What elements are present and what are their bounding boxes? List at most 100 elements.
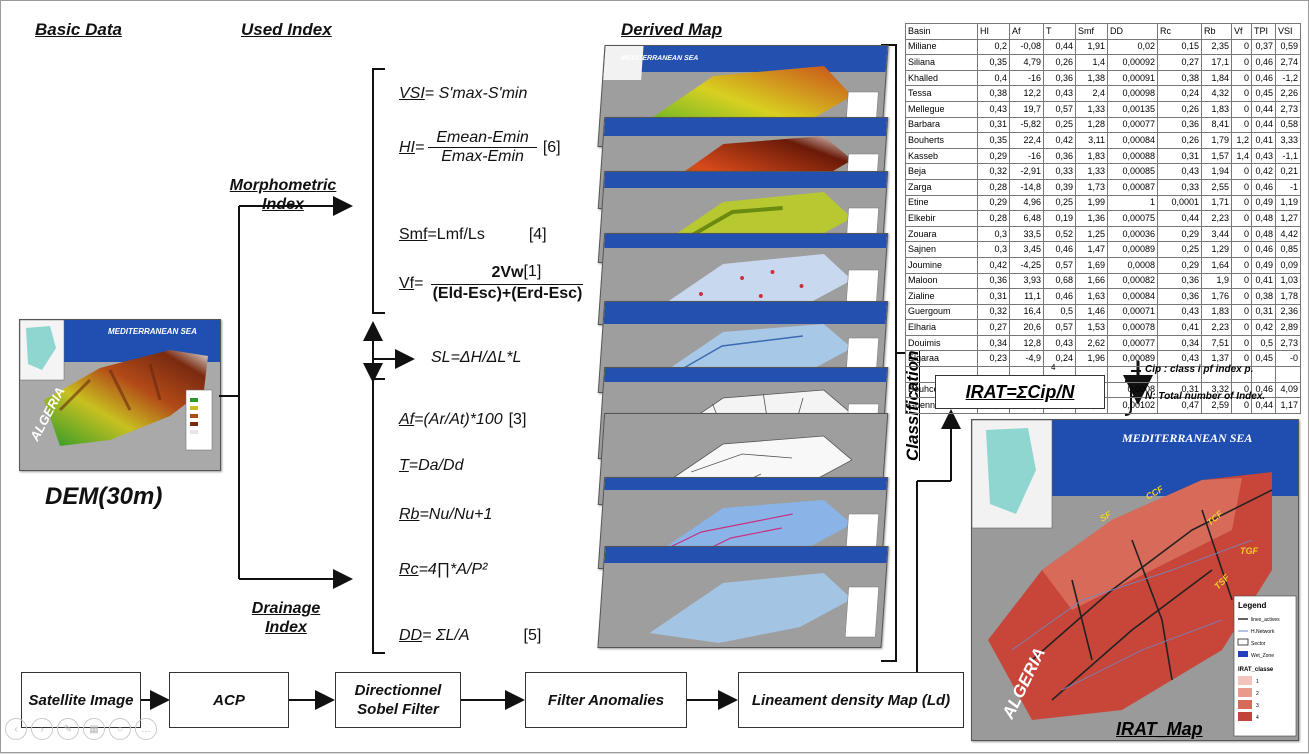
table-header-cell: Af <box>1009 23 1044 40</box>
table-cell: 0 <box>1231 241 1252 258</box>
table-cell: 0,2 <box>977 38 1010 56</box>
table-cell: Miliane <box>905 38 978 56</box>
irat-class-title: IRAT_classe <box>1238 667 1274 673</box>
table-cell: 0,29 <box>1157 256 1202 274</box>
table-cell: 1,9 <box>1201 272 1232 290</box>
table-cell: 1,76 <box>1201 288 1232 305</box>
table-cell: 0,19 <box>1043 210 1076 227</box>
table-cell: Mellegue <box>905 100 978 118</box>
table-cell: 0,85 <box>1275 241 1301 258</box>
formula-smf-name: Smf <box>399 226 428 243</box>
table-cell: 1,03 <box>1275 272 1301 290</box>
table-cell: 0,29 <box>977 147 1010 165</box>
table-cell: 0,00102 <box>1107 397 1158 414</box>
table-cell: 20,6 <box>1009 319 1044 336</box>
table-cell: 0,0008 <box>1107 256 1158 274</box>
table-header-cell: Basin <box>905 23 978 40</box>
table-cell: Guergoum <box>905 303 978 321</box>
table-cell: -1 <box>1275 178 1301 196</box>
table-cell: Beja <box>905 163 978 180</box>
table-cell: Joumine <box>905 256 978 274</box>
table-cell: 0,28 <box>977 178 1010 196</box>
table-cell: 1,33 <box>1075 100 1108 118</box>
table-cell: -4,25 <box>1009 256 1044 274</box>
table-cell: 0,57 <box>1043 256 1076 274</box>
table-cell: 0,41 <box>1157 319 1202 336</box>
table-cell: 0,43 <box>1157 303 1202 321</box>
table-cell: 0,41 <box>1251 132 1276 149</box>
table-cell: -1,1 <box>1275 147 1301 165</box>
table-cell: 1,33 <box>1075 163 1108 180</box>
table-cell: 0,49 <box>1251 194 1276 212</box>
table-cell: 0,52 <box>1043 225 1076 243</box>
table-cell: 0,00091 <box>1107 69 1158 87</box>
header-derived-map: Derived Map <box>621 20 723 39</box>
table-cell: 1,83 <box>1075 147 1108 165</box>
viewer-more-icon[interactable]: … <box>135 718 157 740</box>
viewer-grid-icon[interactable]: ▦ <box>83 718 105 740</box>
table-cell: 0 <box>1231 334 1252 352</box>
formula-hi-denominator: Emax-Emin <box>441 148 524 165</box>
table-header-cell: T <box>1043 23 1076 40</box>
table-cell: 0,59 <box>1275 38 1301 56</box>
table-cell: 0,26 <box>1157 100 1202 118</box>
table-cell: 0,36 <box>1157 116 1202 134</box>
table-cell: -1,2 <box>1275 69 1301 87</box>
table-cell: 0 <box>1231 100 1252 118</box>
table-cell: 0,29 <box>1157 225 1202 243</box>
table-cell: -16 <box>1009 147 1044 165</box>
table-cell: 0 <box>1231 319 1252 336</box>
table-cell: Sajnen <box>905 241 978 258</box>
table-cell: 12,8 <box>1009 334 1044 352</box>
table-cell: 12,2 <box>1009 85 1044 102</box>
table-cell: 2,55 <box>1201 178 1232 196</box>
table-cell: 2,35 <box>1201 38 1232 56</box>
table-cell: -0,08 <box>1009 38 1044 56</box>
formula-smf-eq: =Lmf/Ls <box>427 226 485 243</box>
table-cell: 0,44 <box>1251 100 1276 118</box>
irat-map-label: IRAT_Map <box>1116 719 1203 739</box>
table-cell: 0,26 <box>1043 54 1076 71</box>
viewer-prev-icon[interactable]: ‹ <box>5 718 27 740</box>
table-cell: 0,31 <box>977 116 1010 134</box>
viewer-next-icon[interactable]: › <box>31 718 53 740</box>
table-header-cell: Rc <box>1157 23 1202 40</box>
viewer-edit-icon[interactable]: ✎ <box>57 718 79 740</box>
table-cell: 0,45 <box>1251 350 1276 368</box>
table-cell: 1,73 <box>1075 178 1108 196</box>
formula-vf-ref: [1] <box>523 262 542 280</box>
table-cell: 2,26 <box>1275 85 1301 102</box>
table-cell: -14,8 <box>1009 178 1044 196</box>
formula-vf: Vf= 2Vw (Eld-Esc)+(Erd-Esc) [1] <box>399 262 601 303</box>
table-cell: 0,41 <box>1251 272 1276 290</box>
table-cell: 1,91 <box>1075 38 1108 56</box>
table-cell: 0,44 <box>1043 38 1076 56</box>
formula-rc: Rc=4∏*A/P² <box>399 561 487 579</box>
table-cell: 0,38 <box>1157 69 1202 87</box>
table-cell: 1,66 <box>1075 272 1108 290</box>
table-cell: 0,15 <box>1157 38 1202 56</box>
table-cell: 1,83 <box>1201 100 1232 118</box>
table-cell: 16,4 <box>1009 303 1044 321</box>
table-cell: -4,9 <box>1009 350 1044 368</box>
viewer-zoom-icon[interactable]: ○ <box>109 718 131 740</box>
table-cell: 0 <box>1231 288 1252 305</box>
table-cell: 0,38 <box>977 85 1010 102</box>
table-cell: 0,57 <box>1043 100 1076 118</box>
table-cell: -0 <box>1275 350 1301 368</box>
table-cell: Etine <box>905 194 978 212</box>
formula-hi-eq: = <box>415 138 425 156</box>
table-cell: Zouara <box>905 225 978 243</box>
dem-map-sea-label: MEDITERRANEAN SEA <box>108 327 197 336</box>
table-cell: 1,28 <box>1075 116 1108 134</box>
table-cell: Elharia <box>905 319 978 336</box>
table-cell: Barbara <box>905 116 978 134</box>
flow-box-filter-anomalies: Filter Anomalies <box>525 672 687 728</box>
table-cell: 2,89 <box>1275 319 1301 336</box>
